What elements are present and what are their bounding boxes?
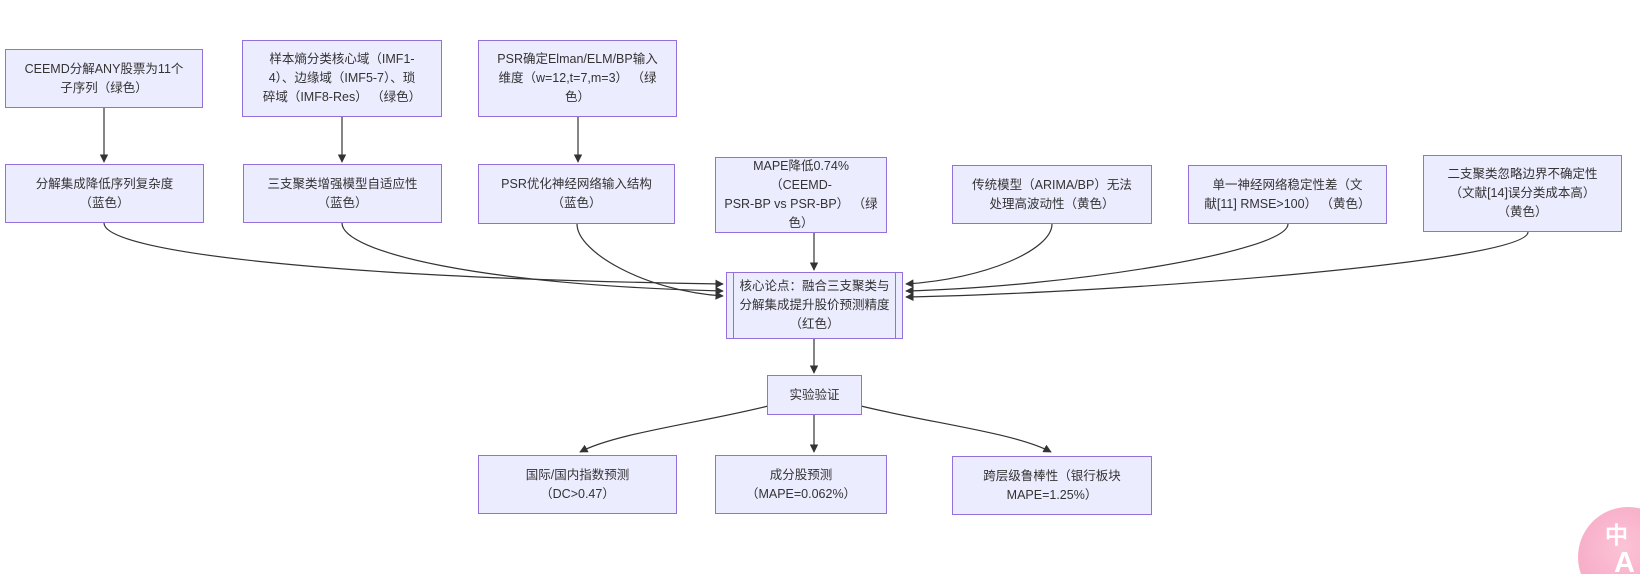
- node-experiment-validation: 实验验证: [767, 375, 862, 415]
- core-thesis-double-border: [733, 272, 896, 339]
- node-core-thesis: 核心论点：融合三支聚类与 分解集成提升股价预测精度 （红色）: [726, 272, 903, 339]
- node-sample-entropy-classify: 样本熵分类核心域（IMF1- 4）、边缘域（IMF5-7）、琐 碎域（IMF8-…: [242, 40, 442, 117]
- edge-arrow: [860, 405, 1052, 453]
- translate-badge-icon[interactable]: 中 A: [1578, 507, 1640, 574]
- node-psr-input-dimension: PSR确定Elman/ELM/BP输入 维度（w=12,t=7,m=3） （绿 …: [478, 40, 677, 117]
- translate-badge-zh-glyph: 中: [1605, 522, 1628, 548]
- node-single-nn-limitation: 单一神经网络稳定性差（文 献[11] RMSE>100） （黄色）: [1188, 165, 1387, 224]
- node-psr-benefit: PSR优化神经网络输入结构 （蓝色）: [478, 164, 675, 224]
- node-cross-level-robustness: 跨层级鲁棒性（银行板块 MAPE=1.25%）: [952, 456, 1152, 515]
- node-index-prediction: 国际/国内指数预测 （DC>0.47）: [478, 455, 677, 514]
- edge-arrow: [905, 231, 1529, 302]
- node-two-way-clustering-limitation: 二支聚类忽略边界不确定性 （文献[14]误分类成本高） （黄色）: [1423, 155, 1622, 232]
- edge-arrow: [905, 223, 1053, 288]
- edge-arrow: [579, 405, 769, 453]
- edge-arrow: [341, 222, 724, 296]
- node-component-stock-prediction: 成分股预测 （MAPE=0.062%）: [715, 455, 887, 514]
- edge-arrow: [103, 222, 724, 289]
- node-traditional-model-limitation: 传统模型（ARIMA/BP）无法 处理高波动性（黄色）: [952, 165, 1152, 224]
- translate-badge-en-glyph: A: [1614, 547, 1635, 574]
- edge-arrow: [576, 223, 724, 300]
- node-decomposition-benefit: 分解集成降低序列复杂度 （蓝色）: [5, 164, 204, 223]
- edge-arrow: [905, 223, 1289, 296]
- node-mape-evidence: MAPE降低0.74%（CEEMD- PSR-BP vs PSR-BP） （绿 …: [715, 157, 887, 233]
- node-ceemd-decompose: CEEMD分解ANY股票为11个 子序列（绿色）: [5, 49, 203, 108]
- node-three-way-clustering-benefit: 三支聚类增强模型自适应性 （蓝色）: [243, 164, 442, 223]
